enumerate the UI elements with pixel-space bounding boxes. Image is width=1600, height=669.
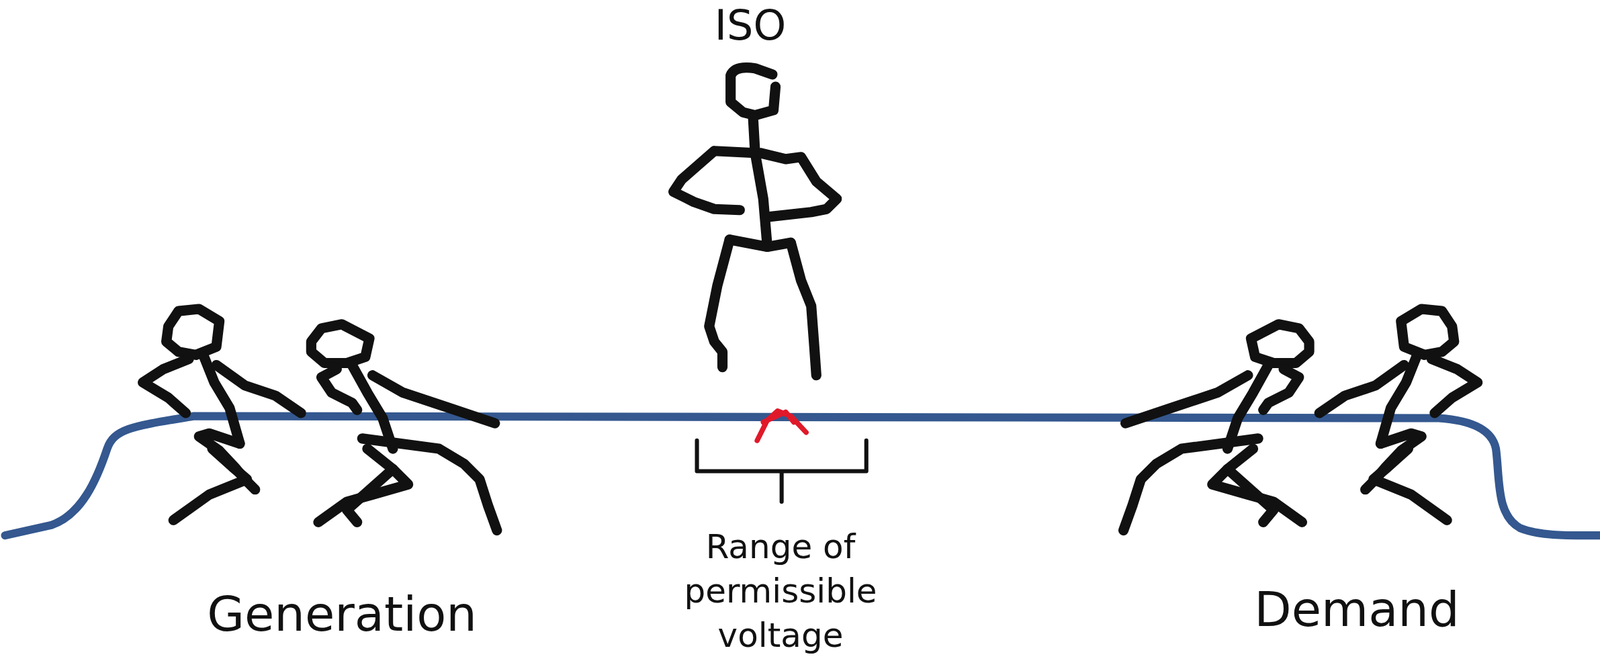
range-label: Range of permissible voltage [666,524,895,658]
rope [5,415,1600,536]
generation-label: Generation [206,587,477,641]
demand-label: Demand [1254,583,1459,637]
range-bracket [697,440,867,502]
rope-marker [757,411,807,441]
iso-label: ISO [714,2,786,49]
generation-figures [143,308,498,530]
iso-figure [673,67,837,376]
